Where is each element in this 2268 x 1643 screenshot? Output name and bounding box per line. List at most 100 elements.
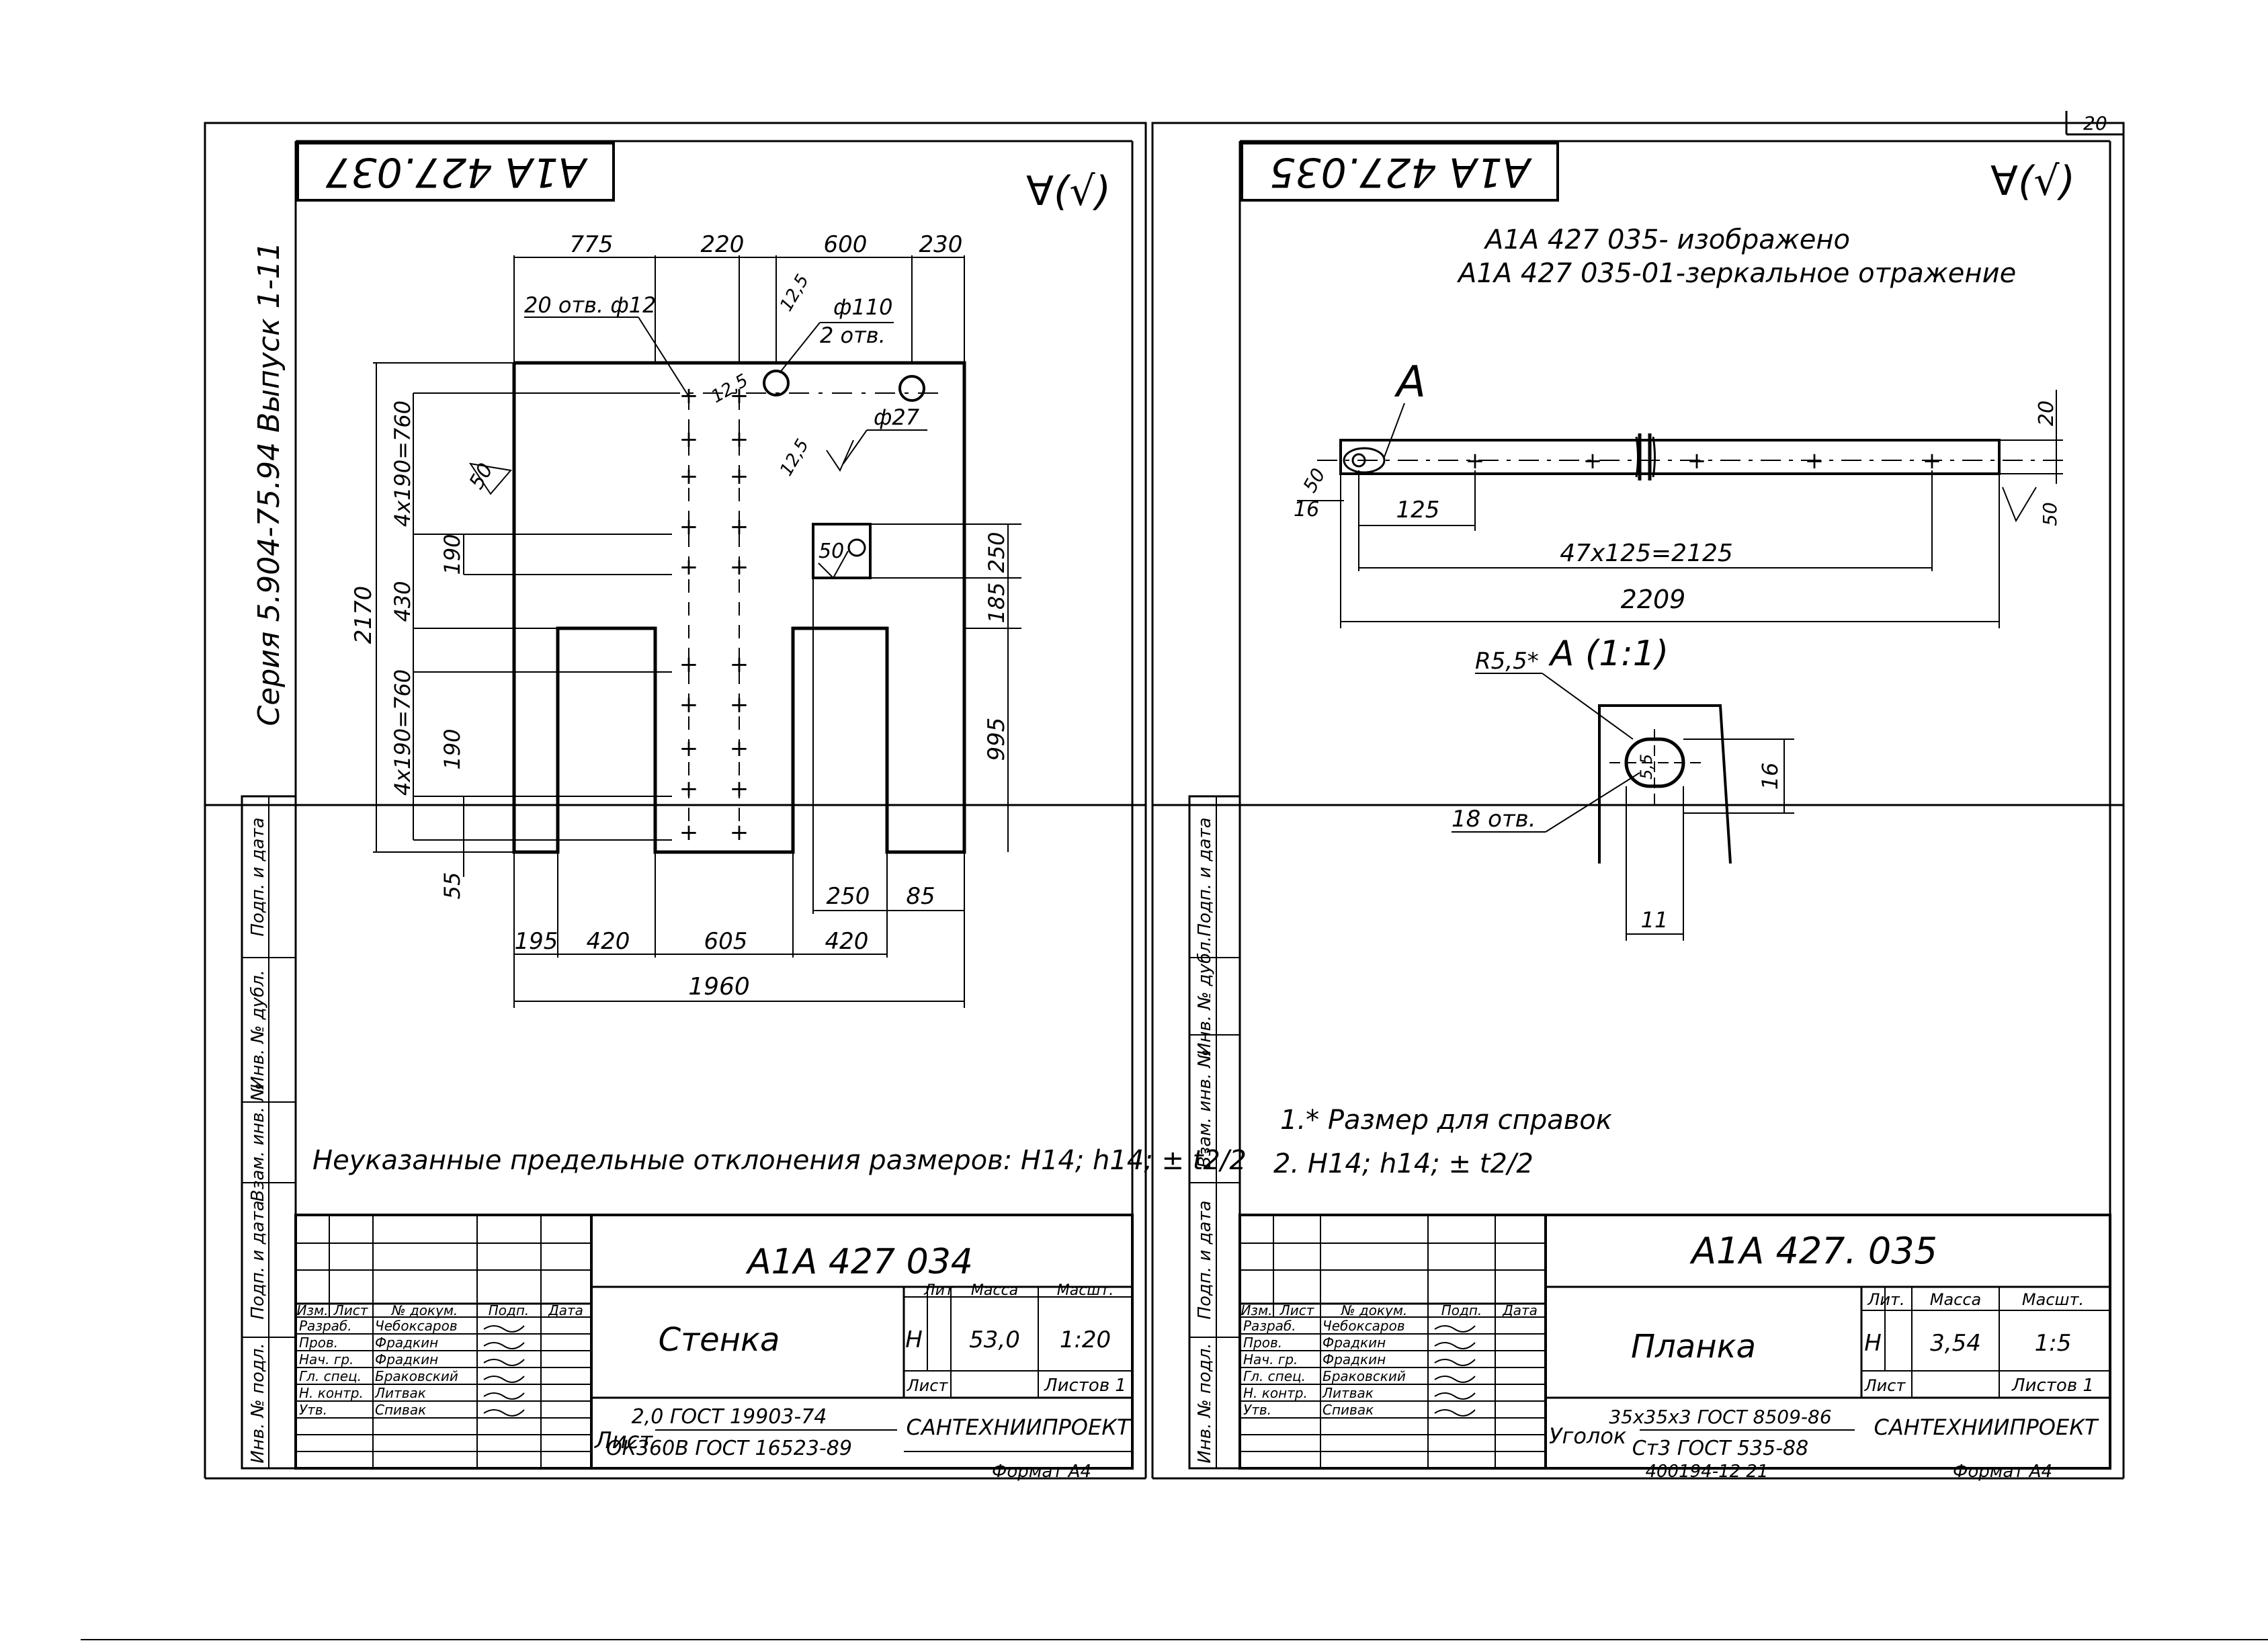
svg-text:Лист: Лист <box>333 1302 369 1318</box>
left-top-dimensions: 775 220 600 230 <box>513 231 965 363</box>
svg-text:Н: Н <box>1864 1330 1882 1357</box>
svg-text:Инв. № подл.: Инв. № подл. <box>248 1343 268 1463</box>
svg-text:Литвак: Литвак <box>1322 1385 1374 1401</box>
svg-text:Подп. и дата: Подп. и дата <box>1195 1200 1215 1319</box>
svg-text:ф27: ф27 <box>874 405 920 430</box>
svg-text:Чебоксаров: Чебоксаров <box>1322 1318 1405 1334</box>
svg-text:Взам. инв. №: Взам. инв. № <box>1195 1050 1215 1169</box>
svg-text:Масшт.: Масшт. <box>1057 1282 1114 1299</box>
svg-text:+: + <box>679 426 699 453</box>
svg-text:Инв. № дубл.: Инв. № дубл. <box>1195 936 1215 1056</box>
svg-text:605: 605 <box>704 928 748 955</box>
svg-text:Листов 1: Листов 1 <box>2011 1376 2094 1396</box>
svg-text:Гл. спец.: Гл. спец. <box>299 1368 362 1384</box>
svg-text:Изм.: Изм. <box>1241 1302 1272 1318</box>
svg-text:+: + <box>1466 448 1485 474</box>
svg-text:Дата: Дата <box>548 1302 583 1318</box>
svg-text:Инв. № подл.: Инв. № подл. <box>1195 1343 1215 1463</box>
svg-text:САНТЕХНИИПРОЕКТ: САНТЕХНИИПРОЕКТ <box>907 1415 1132 1440</box>
svg-text:ОК360В ГОСТ 16523-89: ОК360В ГОСТ 16523-89 <box>606 1437 852 1460</box>
svg-text:Формат А4: Формат А4 <box>992 1462 1091 1482</box>
svg-text:230: 230 <box>919 231 963 258</box>
svg-text:12,5: 12,5 <box>776 271 813 314</box>
svg-text:САНТЕХНИИПРОЕКТ: САНТЕХНИИПРОЕКТ <box>1874 1415 2099 1440</box>
svg-text:53,0: 53,0 <box>969 1326 1020 1353</box>
svg-text:Браковский: Браковский <box>375 1368 458 1384</box>
svg-text:420: 420 <box>587 928 630 955</box>
left-side-stamp: Подп. и дата Инв. № дубл. Взам. инв. № П… <box>241 795 297 1470</box>
svg-text:995: 995 <box>983 718 1010 761</box>
svg-text:+: + <box>1805 448 1824 474</box>
right-heading-2: А1А 427 035-01-зеркальное отражение <box>1456 258 2016 289</box>
svg-text:Утв.: Утв. <box>1243 1402 1271 1418</box>
right-title-block: А1А 427. 035 Планка Лит. Масса Масшт. Н … <box>1238 1214 2111 1482</box>
svg-text:55: 55 <box>439 872 465 900</box>
svg-text:Н. контр.: Н. контр. <box>299 1385 364 1401</box>
svg-text:2,0 ГОСТ 19903-74: 2,0 ГОСТ 19903-74 <box>632 1405 827 1429</box>
svg-text:Гл. спец.: Гл. спец. <box>1243 1368 1306 1384</box>
svg-text:20 отв. ф12: 20 отв. ф12 <box>524 292 656 318</box>
svg-text:+: + <box>679 735 699 762</box>
svg-text:+: + <box>730 426 749 453</box>
svg-text:+: + <box>730 513 749 540</box>
svg-text:16: 16 <box>1757 763 1783 790</box>
svg-text:Разраб.: Разраб. <box>1243 1318 1296 1334</box>
svg-text:Масса: Масса <box>971 1282 1018 1299</box>
svg-text:12,5: 12,5 <box>776 435 813 479</box>
svg-text:Лит.: Лит. <box>1867 1290 1904 1309</box>
svg-text:Фрадкин: Фрадкин <box>375 1335 438 1351</box>
svg-text:+: + <box>679 691 699 718</box>
svg-text:16: 16 <box>1294 498 1319 521</box>
svg-text:250: 250 <box>827 883 870 910</box>
page-number: 20 <box>2083 112 2107 134</box>
svg-text:Подп.: Подп. <box>489 1302 530 1318</box>
svg-text:4х190=760: 4х190=760 <box>390 669 415 796</box>
svg-text:2209: 2209 <box>1621 585 1686 614</box>
left-part-name: Стенка <box>659 1321 780 1359</box>
svg-text:Лист: Лист <box>593 1427 653 1454</box>
svg-text:+: + <box>679 651 699 678</box>
svg-text:600: 600 <box>824 231 868 258</box>
svg-text:№ докум.: № докум. <box>391 1302 458 1318</box>
svg-text:+: + <box>679 513 699 540</box>
svg-text:+: + <box>679 554 699 581</box>
svg-text:+: + <box>730 735 749 762</box>
svg-text:400194-12 21: 400194-12 21 <box>1645 1462 1768 1482</box>
svg-text:Масса: Масса <box>1930 1290 1982 1309</box>
svg-text:190: 190 <box>439 534 465 575</box>
svg-text:2 отв.: 2 отв. <box>820 323 886 348</box>
svg-text:Подп.: Подп. <box>1441 1302 1482 1318</box>
svg-text:Разраб.: Разраб. <box>299 1318 352 1334</box>
right-note-1: 1.* Размер для справок <box>1280 1105 1612 1136</box>
svg-text:3,54: 3,54 <box>1930 1330 1981 1357</box>
svg-text:+: + <box>730 382 749 409</box>
svg-text:Спивак: Спивак <box>375 1402 426 1418</box>
svg-text:Взам. инв. №: Взам. инв. № <box>248 1083 268 1202</box>
svg-text:Дата: Дата <box>1502 1302 1538 1318</box>
svg-text:190: 190 <box>439 728 465 769</box>
svg-text:+: + <box>1687 448 1707 474</box>
svg-text:+: + <box>730 651 749 678</box>
svg-text:Подп. и дата: Подп. и дата <box>248 1200 268 1319</box>
right-designation: А1А 427. 035 <box>1689 1230 1937 1272</box>
svg-text:+: + <box>1583 448 1603 474</box>
left-bottom-dimensions: 195 420 605 250 85 420 1960 <box>513 578 965 1008</box>
svg-text:Ст3 ГОСТ 535-88: Ст3 ГОСТ 535-88 <box>1632 1437 1808 1460</box>
svg-text:Чебоксаров: Чебоксаров <box>375 1318 458 1334</box>
svg-text:Уголок: Уголок <box>1549 1423 1627 1449</box>
svg-text:Нач. гр.: Нач. гр. <box>299 1351 353 1367</box>
svg-text:Пров.: Пров. <box>299 1335 338 1351</box>
svg-text:Подп. и дата: Подп. и дата <box>1195 817 1215 936</box>
left-designation: А1А 427 034 <box>745 1242 973 1282</box>
svg-text:Фрадкин: Фрадкин <box>375 1351 438 1367</box>
right-note-2: 2. Н14; h14; ± t2/2 <box>1273 1148 1534 1179</box>
svg-text:185: 185 <box>984 582 1009 623</box>
svg-text:125: 125 <box>1396 497 1440 523</box>
svg-text:11: 11 <box>1641 907 1669 933</box>
svg-text:775: 775 <box>570 231 614 258</box>
svg-text:Фрадкин: Фрадкин <box>1322 1351 1386 1367</box>
svg-text:250: 250 <box>984 532 1009 573</box>
left-callouts: 20 отв. ф12 ф110 2 отв. ф27 12,5 12,5 12… <box>465 271 927 579</box>
right-roughness-symbol: ∀(√) <box>1990 158 2075 205</box>
